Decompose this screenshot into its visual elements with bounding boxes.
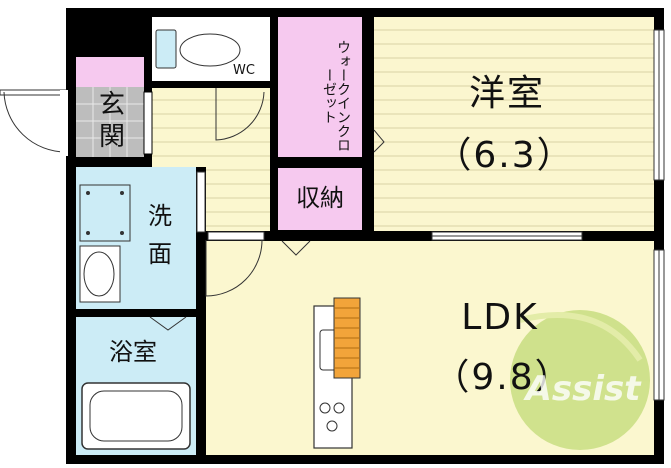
entrance-label-line1: 玄 bbox=[98, 90, 125, 120]
western-room-floor-lines bbox=[374, 29, 654, 227]
entrance-label: 玄 関 bbox=[90, 92, 134, 150]
washroom-label: 洗 面 bbox=[142, 204, 178, 266]
watermark-text: Assist bbox=[525, 369, 641, 409]
ldk-floor bbox=[206, 241, 654, 455]
washroom-door bbox=[205, 239, 263, 297]
washroom-label-line2: 面 bbox=[148, 240, 172, 268]
ldk-label: LDK bbox=[461, 297, 539, 338]
closet-door bbox=[373, 129, 385, 153]
western-room-size: （6.3） bbox=[435, 135, 575, 176]
western-room-label: 洋室 bbox=[468, 73, 545, 114]
toilet-bowl bbox=[179, 33, 241, 67]
washroom-label-line1: 洗 bbox=[148, 202, 172, 230]
toilet-tank bbox=[155, 29, 177, 69]
bath-door bbox=[149, 316, 187, 331]
storage-floor bbox=[278, 168, 362, 230]
western-room-floor bbox=[374, 17, 654, 232]
entrance-tiles bbox=[76, 87, 144, 157]
toilet-door bbox=[215, 88, 265, 141]
watermark-logo bbox=[510, 310, 650, 450]
entrance-label-line2: 関 bbox=[98, 122, 125, 152]
walk-in-closet-floor bbox=[278, 17, 362, 157]
walk-in-closet-label: ウォークインクローゼット bbox=[321, 40, 351, 152]
interior-walls bbox=[66, 17, 654, 457]
toilet-label: WC bbox=[233, 63, 255, 78]
ldk-size: （9.8） bbox=[433, 357, 573, 398]
windows bbox=[653, 29, 665, 401]
storage-door bbox=[281, 240, 311, 256]
entrance-mat bbox=[76, 57, 144, 87]
storage-label: 収納 bbox=[296, 184, 344, 212]
bathroom-label: 浴室 bbox=[109, 338, 157, 366]
